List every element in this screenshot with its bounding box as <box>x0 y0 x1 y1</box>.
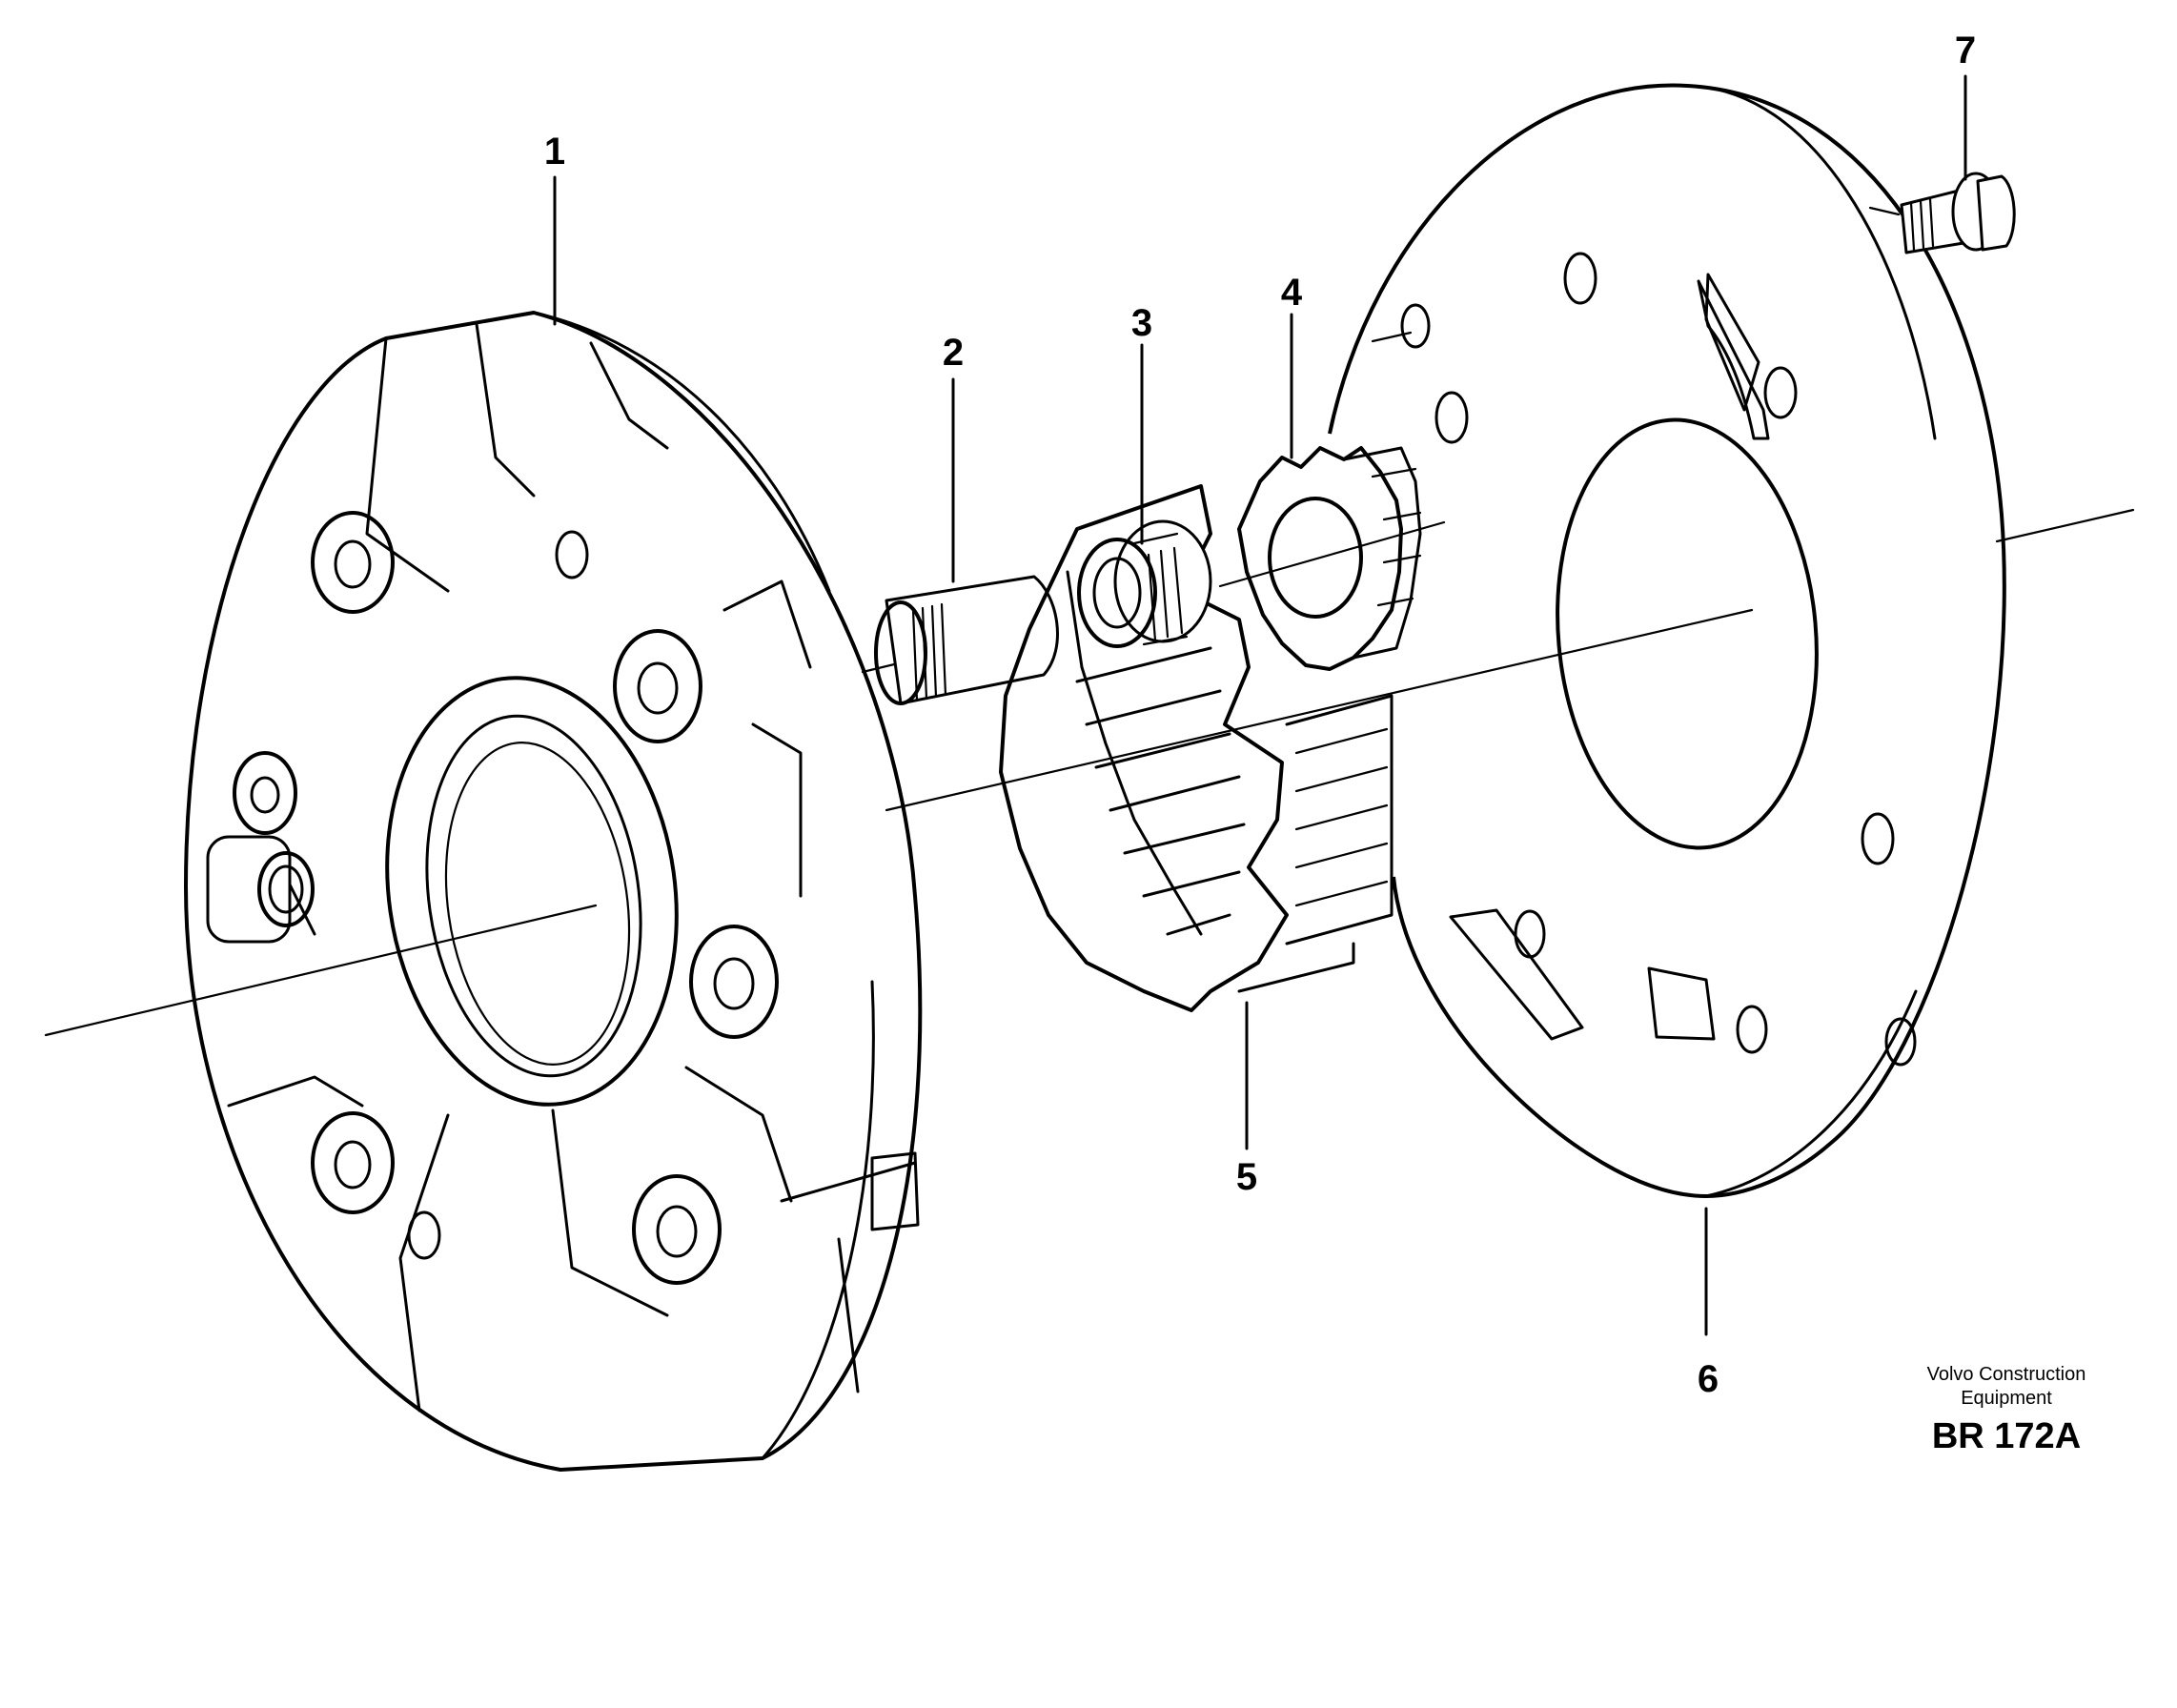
part-5-large-gear <box>999 484 1394 1012</box>
callout-6: 6 <box>1698 1358 1719 1400</box>
callout-numbers: 1 2 3 4 5 6 7 <box>544 30 1976 1400</box>
part-1-housing <box>184 311 923 1472</box>
callout-2: 2 <box>943 332 964 374</box>
part-7-bolt <box>1900 172 2016 254</box>
part-3-needle-bearing <box>1077 519 1212 648</box>
part-4-small-gear <box>1237 446 1422 671</box>
part-6-plate <box>1328 83 2006 1198</box>
callout-1: 1 <box>544 131 565 173</box>
callout-5: 5 <box>1236 1156 1257 1198</box>
callout-3: 3 <box>1131 302 1152 344</box>
axis-lines <box>44 206 2135 1037</box>
part-2-shaft <box>874 575 1059 705</box>
company-name-line-1: Volvo Construction <box>1926 1364 2086 1385</box>
callout-4: 4 <box>1281 272 1303 314</box>
brand-block: Volvo Construction Equipment BR 172A <box>1844 1363 2168 1457</box>
drawing-code: BR 172A <box>1931 1416 2082 1456</box>
callout-7: 7 <box>1955 30 1976 71</box>
company-name-line-2: Equipment <box>1961 1388 2052 1409</box>
leader-lines <box>553 74 1967 1336</box>
